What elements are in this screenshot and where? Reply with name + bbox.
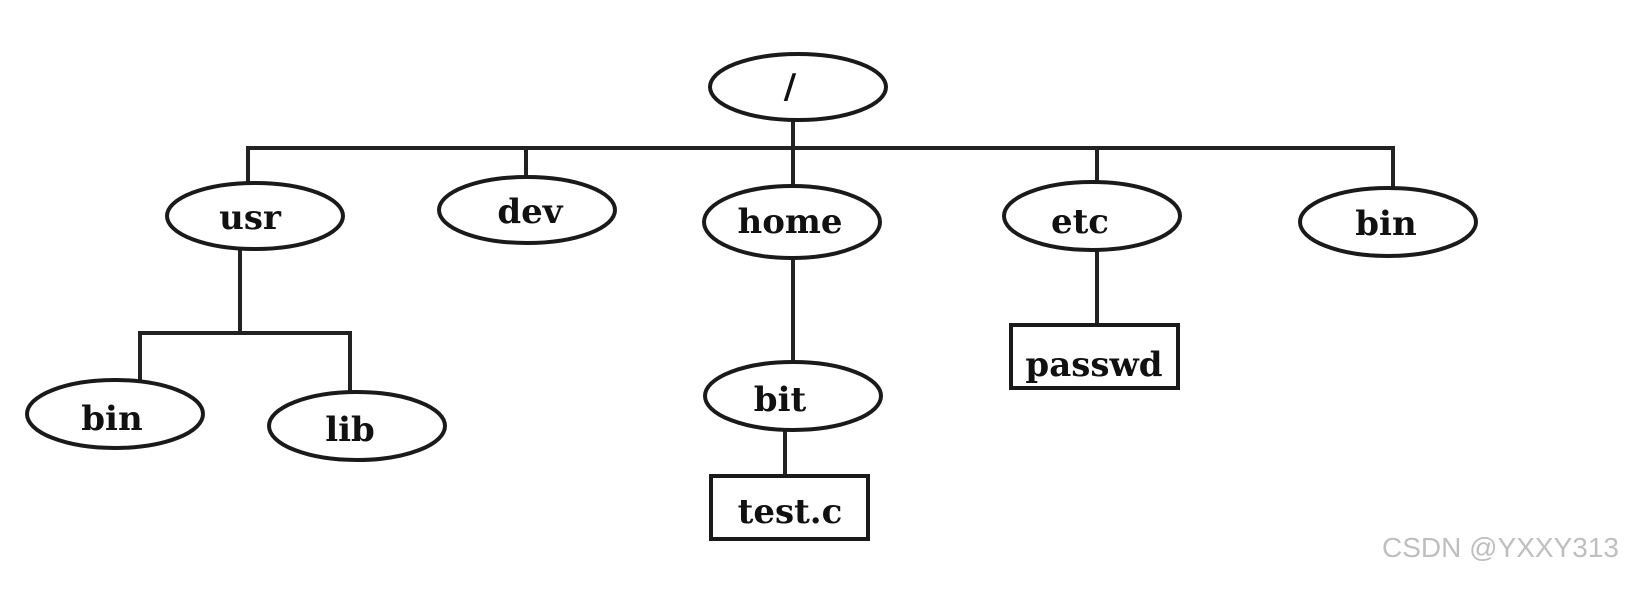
node-root-label: /: [784, 67, 797, 107]
node-usr-bin: bin: [25, 378, 205, 450]
watermark-text: CSDN @YXXY313: [1382, 532, 1619, 563]
node-bin-top-label: bin: [1355, 204, 1416, 244]
node-usr: usr: [165, 181, 345, 251]
node-passwd: passwd: [1009, 323, 1180, 390]
node-home: home: [702, 184, 882, 260]
node-dev-shape: [437, 175, 617, 245]
node-dev-label: dev: [497, 192, 563, 232]
node-usr-lib: lib: [267, 390, 447, 462]
node-etc-label: etc: [1051, 202, 1109, 242]
tree-connectors: [138, 118, 1395, 478]
node-bin-top: bin: [1298, 186, 1478, 258]
node-bin-top-shape: [1298, 186, 1478, 258]
node-usr-label: usr: [219, 198, 282, 238]
node-usr-lib-label: lib: [325, 410, 375, 450]
node-home-shape: [702, 184, 882, 260]
node-bit-shape: [703, 360, 883, 432]
node-test-c: test.c: [709, 474, 870, 541]
node-root-shape: [708, 52, 888, 122]
node-usr-bin-label: bin: [81, 399, 142, 439]
node-test-c-shape: [709, 474, 870, 541]
node-usr-shape: [165, 181, 345, 251]
node-test-c-label: test.c: [738, 492, 843, 532]
node-bit: bit: [703, 360, 883, 432]
node-passwd-shape: [1009, 323, 1180, 390]
node-root: /: [708, 52, 888, 122]
node-usr-lib-shape: [267, 390, 447, 462]
node-home-label: home: [737, 202, 842, 242]
node-etc: etc: [1002, 180, 1182, 252]
node-dev: dev: [437, 175, 617, 245]
node-passwd-label: passwd: [1025, 345, 1162, 385]
node-etc-shape: [1002, 180, 1182, 252]
node-usr-bin-shape: [25, 378, 205, 450]
node-bit-label: bit: [754, 380, 807, 420]
